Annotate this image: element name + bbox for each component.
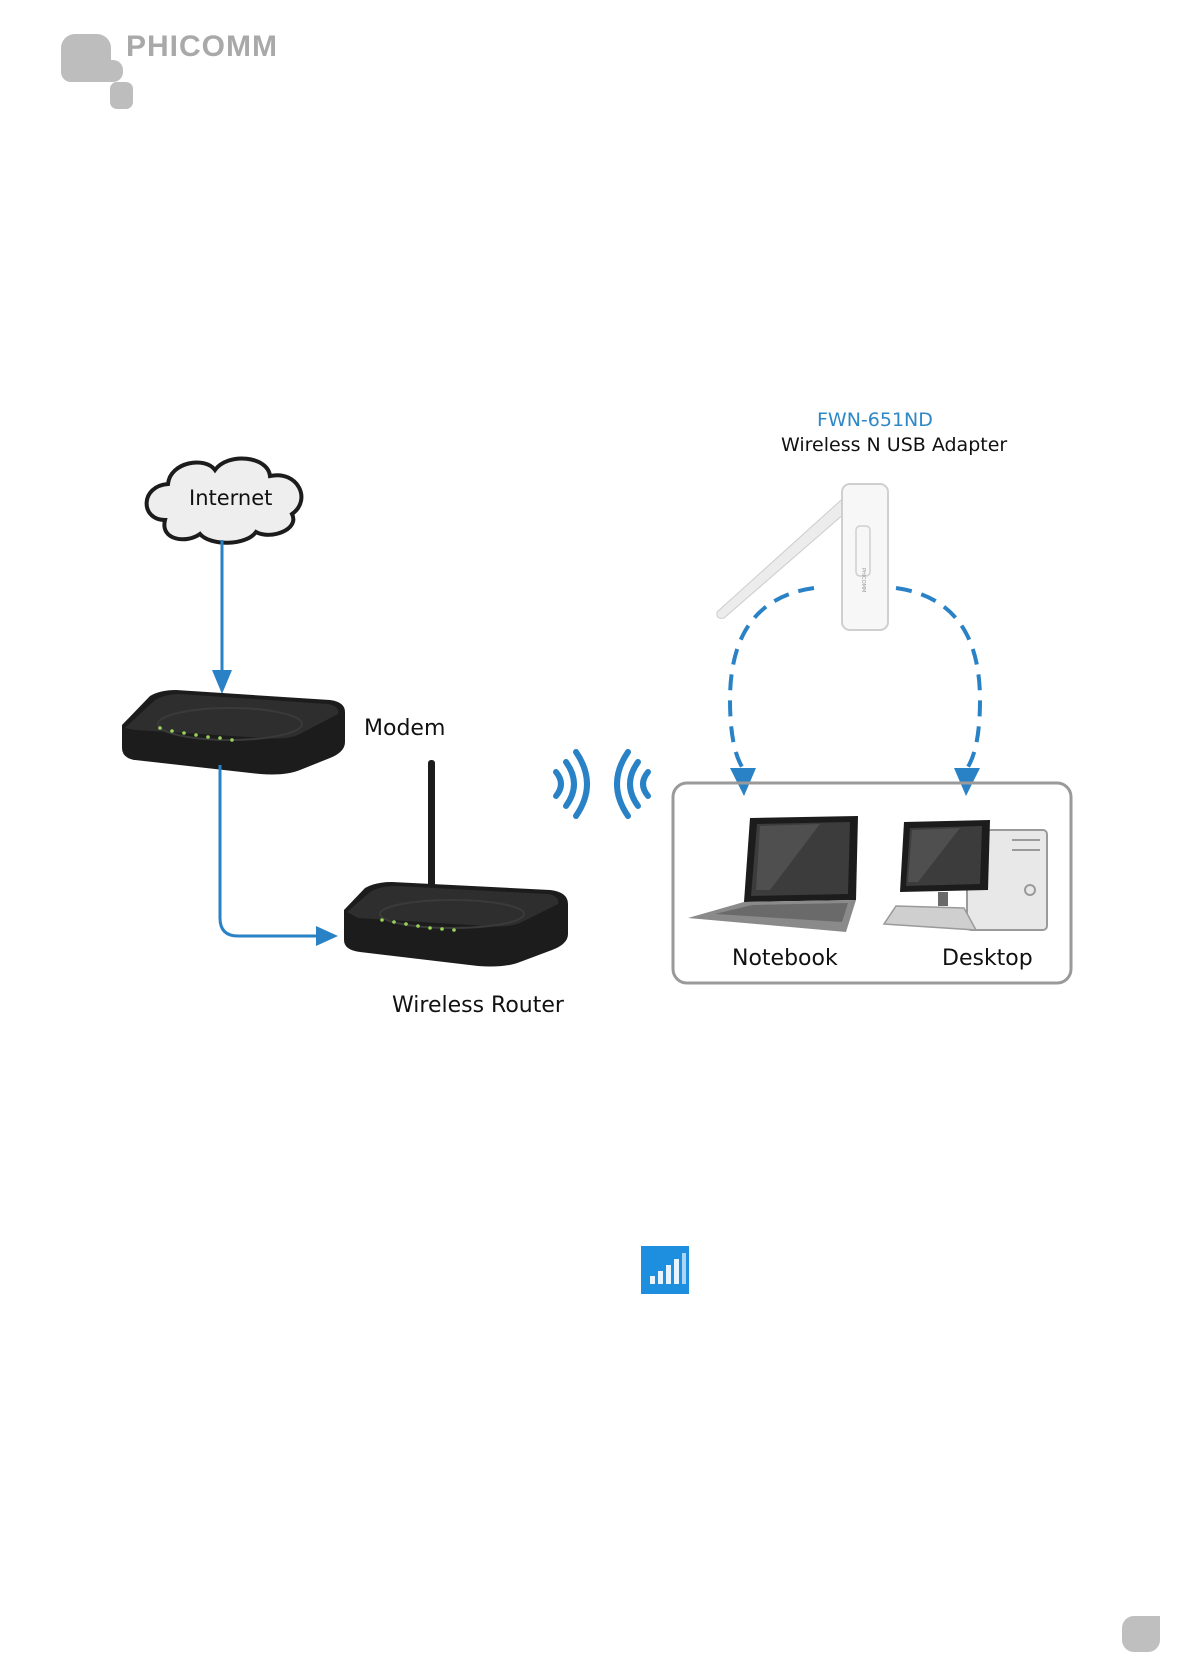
usb-adapter-device — [717, 484, 888, 630]
modem-router-link — [220, 765, 338, 946]
signal-bars-icon — [641, 1246, 689, 1294]
phicomm-logo-icon — [61, 34, 133, 109]
adapter-model-label: FWN-651ND — [817, 409, 933, 431]
wifi-waves-icon — [556, 752, 648, 816]
desktop-label: Desktop — [942, 946, 1033, 971]
modem-device — [122, 690, 345, 775]
notebook-label: Notebook — [732, 946, 838, 971]
router-device — [344, 760, 568, 967]
adapter-name-label: Wireless N USB Adapter — [781, 434, 1007, 456]
page-corner-tab — [1122, 1616, 1160, 1652]
brand-name: PHICOMM — [126, 30, 278, 64]
adapter-brand-mark: PHICOMM — [860, 568, 866, 592]
notebook-device — [688, 816, 858, 932]
desktop-device — [884, 820, 1047, 930]
modem-label: Modem — [364, 716, 445, 741]
router-label: Wireless Router — [392, 993, 564, 1018]
internet-label: Internet — [189, 486, 272, 510]
internet-modem-link — [212, 540, 232, 694]
